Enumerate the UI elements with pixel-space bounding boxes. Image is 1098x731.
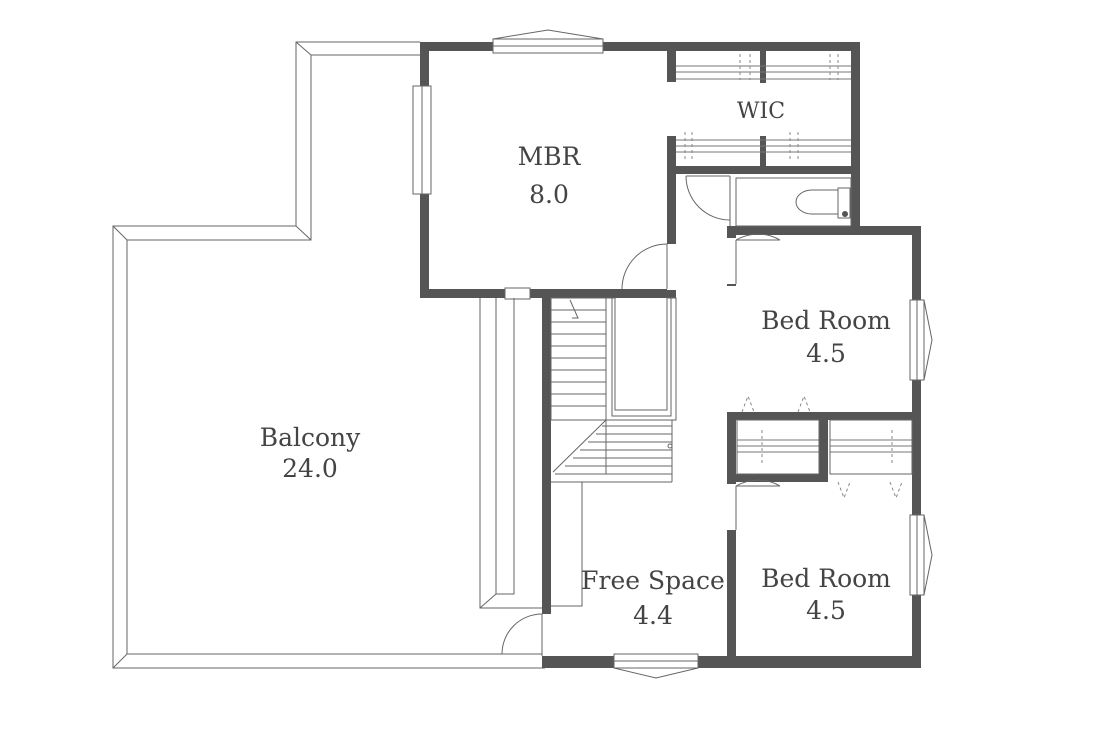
mbr-area: 8.0 [529,180,569,209]
mbr-name: MBR [518,142,582,171]
free-space-name: Free Space [581,566,725,595]
wic-name: WIC [737,99,785,124]
free-space-area: 4.4 [633,601,673,630]
bedroom-closets [736,394,913,500]
balcony-railing [479,298,542,609]
bed-room-1-name: Bed Room [761,306,891,335]
balcony-outline [112,41,545,669]
windows [412,29,933,679]
room-labels: MBR 8.0 WIC Balcony 24.0 Bed Room 4.5 Be… [260,99,891,630]
doors [501,175,781,656]
staircase [550,297,677,607]
balcony-name: Balcony [260,423,361,452]
bed-room-2-name: Bed Room [761,564,891,593]
toilet-fixture [735,177,852,227]
bed-room-2-area: 4.5 [806,596,846,625]
bed-room-1-area: 4.5 [806,339,846,368]
balcony-area: 24.0 [282,454,338,483]
wic-fixtures [676,54,851,162]
